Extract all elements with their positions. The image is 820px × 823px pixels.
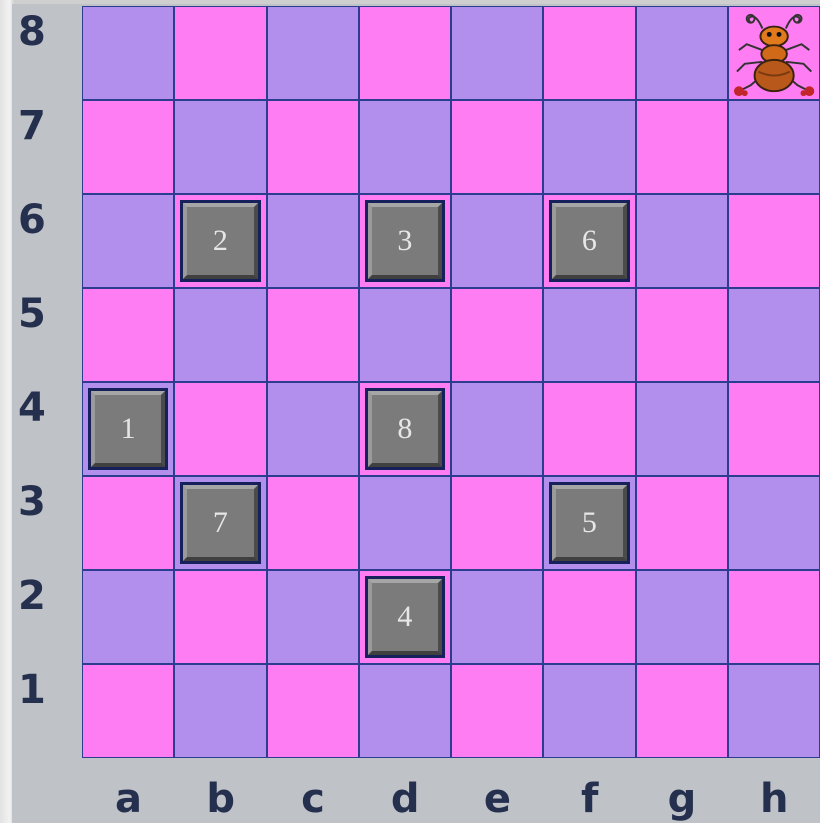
file-label-b: b	[174, 758, 267, 823]
numbered-tile-2[interactable]: 2	[183, 203, 257, 279]
ant-piece[interactable]	[729, 7, 819, 99]
square-d7[interactable]	[359, 100, 451, 194]
square-e3[interactable]	[451, 476, 543, 570]
file-label-h: h	[728, 758, 820, 823]
file-label-a: a	[82, 758, 175, 823]
square-d3[interactable]	[359, 476, 451, 570]
square-f4[interactable]	[543, 382, 635, 476]
numbered-tile-1[interactable]: 1	[91, 391, 165, 467]
square-f1[interactable]	[543, 664, 635, 758]
rank-label-7: 7	[12, 100, 82, 193]
square-a5[interactable]	[82, 288, 174, 382]
square-b3[interactable]: 7	[174, 476, 266, 570]
square-a8[interactable]	[82, 6, 174, 100]
square-h8[interactable]	[728, 6, 820, 100]
rank-label-4: 4	[12, 382, 82, 475]
square-d5[interactable]	[359, 288, 451, 382]
square-f8[interactable]	[543, 6, 635, 100]
square-e2[interactable]	[451, 570, 543, 664]
square-g8[interactable]	[636, 6, 728, 100]
square-f5[interactable]	[543, 288, 635, 382]
square-c4[interactable]	[267, 382, 359, 476]
square-h5[interactable]	[728, 288, 820, 382]
square-g7[interactable]	[636, 100, 728, 194]
square-e1[interactable]	[451, 664, 543, 758]
square-g6[interactable]	[636, 194, 728, 288]
file-label-f: f	[543, 758, 636, 823]
square-f6[interactable]: 6	[543, 194, 635, 288]
rank-label-2: 2	[12, 570, 82, 663]
square-b7[interactable]	[174, 100, 266, 194]
rank-label-8: 8	[12, 6, 82, 99]
square-d4[interactable]: 8	[359, 382, 451, 476]
square-b8[interactable]	[174, 6, 266, 100]
square-g5[interactable]	[636, 288, 728, 382]
square-c6[interactable]	[267, 194, 359, 288]
square-h7[interactable]	[728, 100, 820, 194]
square-f2[interactable]	[543, 570, 635, 664]
square-a3[interactable]	[82, 476, 174, 570]
square-d2[interactable]: 4	[359, 570, 451, 664]
square-b5[interactable]	[174, 288, 266, 382]
square-e8[interactable]	[451, 6, 543, 100]
square-h4[interactable]	[728, 382, 820, 476]
rank-label-1: 1	[12, 664, 82, 757]
square-g4[interactable]	[636, 382, 728, 476]
square-g1[interactable]	[636, 664, 728, 758]
rank-label-5: 5	[12, 288, 82, 381]
square-e4[interactable]	[451, 382, 543, 476]
square-d1[interactable]	[359, 664, 451, 758]
square-f3[interactable]: 5	[543, 476, 635, 570]
rank-label-3: 3	[12, 476, 82, 569]
square-b6[interactable]: 2	[174, 194, 266, 288]
square-e7[interactable]	[451, 100, 543, 194]
numbered-tile-6[interactable]: 6	[552, 203, 626, 279]
square-h2[interactable]	[728, 570, 820, 664]
numbered-tile-8[interactable]: 8	[368, 391, 442, 467]
file-label-e: e	[451, 758, 544, 823]
square-b4[interactable]	[174, 382, 266, 476]
numbered-tile-7[interactable]: 7	[183, 485, 257, 561]
square-e5[interactable]	[451, 288, 543, 382]
square-h3[interactable]	[728, 476, 820, 570]
numbered-tile-5[interactable]: 5	[552, 485, 626, 561]
square-g2[interactable]	[636, 570, 728, 664]
numbered-tile-4[interactable]: 4	[368, 579, 442, 655]
square-c1[interactable]	[267, 664, 359, 758]
square-g3[interactable]	[636, 476, 728, 570]
square-d6[interactable]: 3	[359, 194, 451, 288]
square-a2[interactable]	[82, 570, 174, 664]
square-c3[interactable]	[267, 476, 359, 570]
square-a1[interactable]	[82, 664, 174, 758]
ant-icon	[729, 7, 819, 99]
square-h1[interactable]	[728, 664, 820, 758]
numbered-tile-3[interactable]: 3	[368, 203, 442, 279]
square-c8[interactable]	[267, 6, 359, 100]
square-a7[interactable]	[82, 100, 174, 194]
square-a6[interactable]	[82, 194, 174, 288]
rank-label-6: 6	[12, 194, 82, 287]
square-c2[interactable]	[267, 570, 359, 664]
square-f7[interactable]	[543, 100, 635, 194]
square-a4[interactable]: 1	[82, 382, 174, 476]
chess-board: 2 3 6 1 8 7 5 4	[82, 6, 820, 758]
square-b2[interactable]	[174, 570, 266, 664]
square-c5[interactable]	[267, 288, 359, 382]
file-label-g: g	[636, 758, 729, 823]
file-label-c: c	[267, 758, 360, 823]
square-c7[interactable]	[267, 100, 359, 194]
file-label-d: d	[359, 758, 452, 823]
square-e6[interactable]	[451, 194, 543, 288]
square-d8[interactable]	[359, 6, 451, 100]
square-h6[interactable]	[728, 194, 820, 288]
square-b1[interactable]	[174, 664, 266, 758]
